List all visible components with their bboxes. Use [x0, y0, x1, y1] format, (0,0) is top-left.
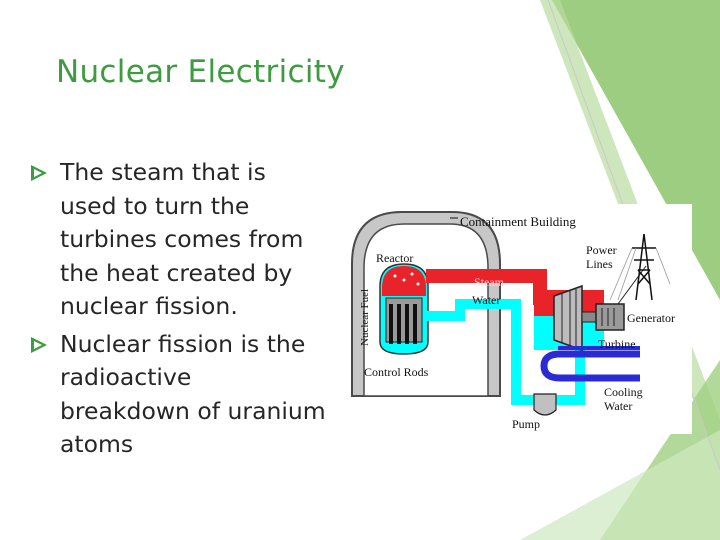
steam-bubbles: [393, 272, 420, 286]
shaft: [581, 311, 597, 323]
turbine: [553, 284, 583, 352]
label-control-rods: Control Rods: [364, 365, 429, 379]
label-containment: Containment Building: [460, 214, 576, 229]
label-cooling-1: Cooling: [604, 385, 643, 399]
generator-coils: [601, 308, 615, 326]
label-water: Water: [472, 293, 500, 307]
label-reactor: Reactor: [376, 251, 413, 265]
power-tower-icon: [632, 233, 656, 301]
label-nuclear-fuel: Nuclear Fuel: [359, 289, 371, 346]
bullet-list: The steam that is used to turn the turbi…: [28, 156, 328, 466]
deco-green-shape-bottom-light: [520, 430, 720, 540]
bullet-text: Nuclear fission is the radioactive break…: [60, 329, 326, 459]
slide-title: Nuclear Electricity: [56, 54, 345, 90]
label-power-lines-1: Power: [586, 243, 617, 257]
water-return-pipe: [426, 299, 540, 405]
control-rod: [389, 304, 393, 344]
control-rod: [413, 304, 417, 344]
label-generator: Generator: [627, 311, 675, 325]
bullet-item: Nuclear fission is the radioactive break…: [28, 328, 328, 462]
pump-icon: [533, 393, 557, 416]
bullet-item: The steam that is used to turn the turbi…: [28, 156, 328, 324]
label-turbine: Turbine: [598, 337, 636, 351]
nuclear-plant-diagram: Containment Building Reactor Nuclear Fue…: [340, 204, 692, 434]
cooling-water-loop: [540, 350, 640, 382]
label-power-lines-2: Lines: [586, 257, 613, 271]
bullet-text: The steam that is used to turn the turbi…: [60, 158, 304, 320]
control-rod: [397, 304, 401, 344]
arrow-bullet-icon: [31, 336, 47, 353]
label-pump: Pump: [512, 417, 540, 431]
control-rods: [389, 304, 417, 344]
power-cable: [617, 265, 647, 305]
label-steam: Steam: [474, 275, 505, 289]
arrow-bullet-icon: [31, 165, 47, 181]
power-lines: [609, 247, 671, 301]
generator: [595, 303, 625, 331]
label-cooling-2: Water: [604, 399, 632, 413]
control-rod: [405, 304, 409, 344]
